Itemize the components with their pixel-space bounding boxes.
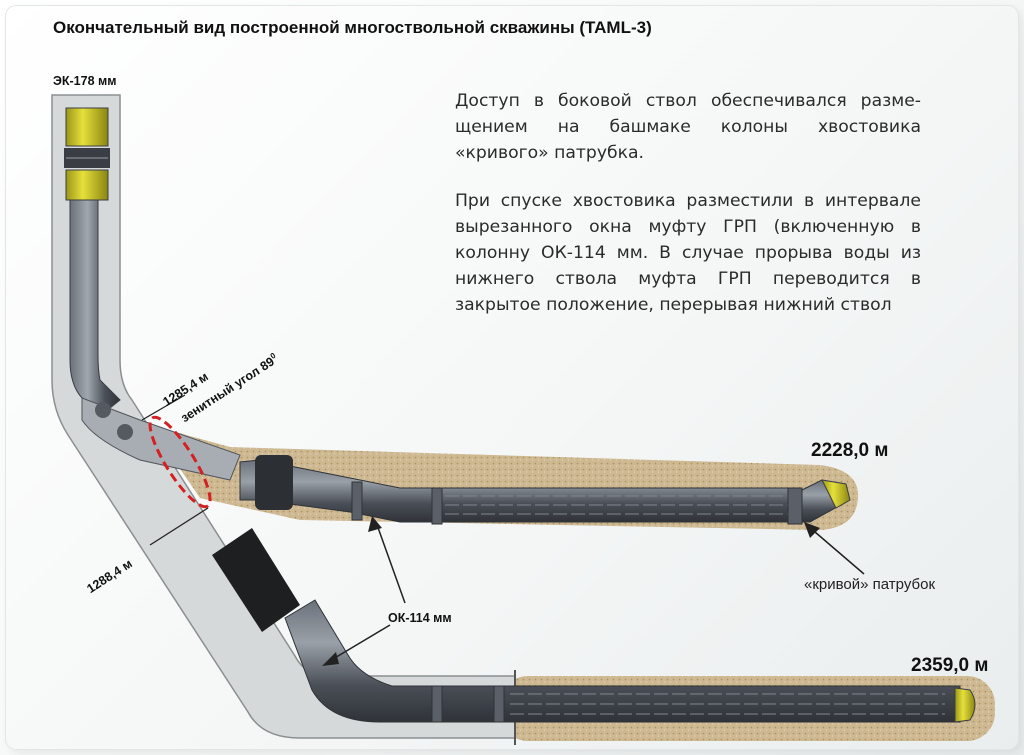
liner-label: ОК-114 мм: [388, 611, 452, 625]
whipstock-bolt-1: [95, 402, 111, 418]
lower-coupling-1: [431, 685, 443, 723]
lower-screen: [510, 693, 945, 715]
inner-tubing: [69, 199, 121, 413]
frac-sleeve: [255, 455, 293, 510]
upper-screen: [445, 495, 790, 515]
arrow-curved-pipe: [807, 525, 865, 575]
leader-window-top: [141, 394, 186, 421]
arrow-ok-lower: [327, 624, 391, 663]
slide-title: Окончательный вид построенной многоствол…: [53, 18, 652, 37]
curved-pipe-label: «кривой» патрубок: [804, 576, 936, 593]
whipstock: [81, 397, 241, 481]
description-paragraph-1: Доступ в боковой ствол обеспечивался раз…: [455, 91, 921, 163]
liner-coupling-1: [351, 481, 363, 521]
packer-inclined: [212, 528, 300, 632]
description-paragraph-2: При спуске хвостовика разместили в интер…: [455, 191, 921, 315]
depth-lower-bore-label: 2359,0 м: [911, 655, 989, 676]
depth-upper-bore-label: 2228,0 м: [811, 440, 889, 461]
lower-liner: [284, 599, 961, 723]
curved-pipe-joint: [787, 487, 803, 525]
packer-bottom: [65, 169, 109, 201]
casing-label: ЭК-178 мм: [53, 74, 117, 88]
lower-coupling-2: [493, 685, 505, 723]
liner-coupling-2: [431, 487, 443, 525]
curved-pipe-tip: [821, 479, 851, 509]
arrow-ok-upper: [375, 521, 406, 604]
leader-window-bottom: [149, 507, 209, 546]
packer-top: [65, 107, 109, 147]
lower-liner-tip: [954, 687, 976, 723]
window-marker: [148, 415, 212, 509]
whipstock-bolt-2: [117, 424, 133, 440]
description-text: Доступ в боковой ствол обеспечивался раз…: [455, 88, 921, 340]
